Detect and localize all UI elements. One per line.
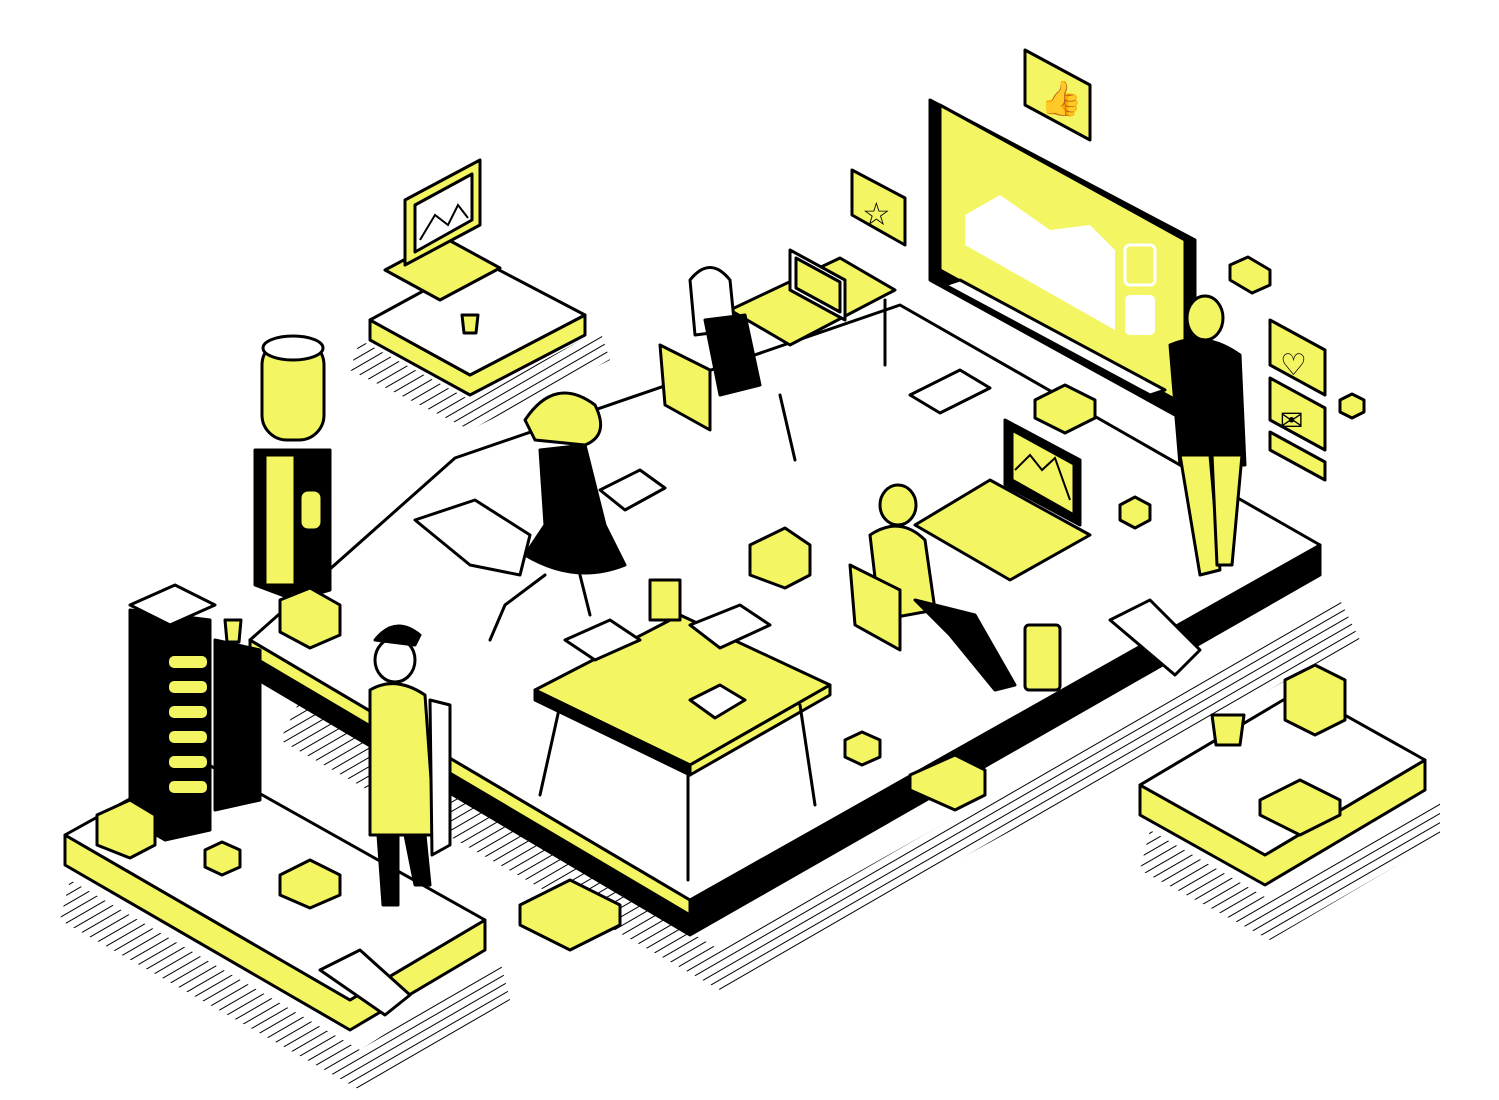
line-chart-icon xyxy=(419,203,469,241)
receipts xyxy=(318,498,1202,1017)
speech-bubble-icon xyxy=(1125,295,1155,335)
cup xyxy=(1210,713,1246,747)
boxes xyxy=(95,255,1366,952)
heart-icon: ♡ xyxy=(1268,318,1327,397)
floating-icons: 👍 ☆ ♡ ✉ xyxy=(850,48,1327,482)
svg-text:✉: ✉ xyxy=(1280,404,1303,437)
svg-text:☆: ☆ xyxy=(862,195,891,233)
mail-icon: ✉ xyxy=(1268,376,1327,452)
person-reading-receipt xyxy=(368,624,452,907)
cup xyxy=(460,313,480,335)
person-standing-whiteboard xyxy=(1168,294,1247,577)
person-seated-laptop xyxy=(658,266,797,462)
desk-with-laptop xyxy=(728,248,897,367)
right-platform xyxy=(1138,688,1427,887)
svg-text:👍: 👍 xyxy=(1040,79,1082,119)
svg-text:♡: ♡ xyxy=(1280,348,1307,383)
cup xyxy=(223,618,243,644)
center-table xyxy=(533,578,832,882)
server-rack xyxy=(128,583,262,842)
person-seated-drafting xyxy=(848,483,1017,692)
star-icon: ☆ xyxy=(850,168,907,247)
line-chart-icon xyxy=(1014,453,1071,501)
water-cooler xyxy=(253,334,332,602)
thumbs-up-icon: 👍 xyxy=(1023,48,1092,142)
person-running xyxy=(488,391,667,642)
pie-chart-icon xyxy=(1123,243,1157,287)
drafting-desk xyxy=(913,418,1092,692)
